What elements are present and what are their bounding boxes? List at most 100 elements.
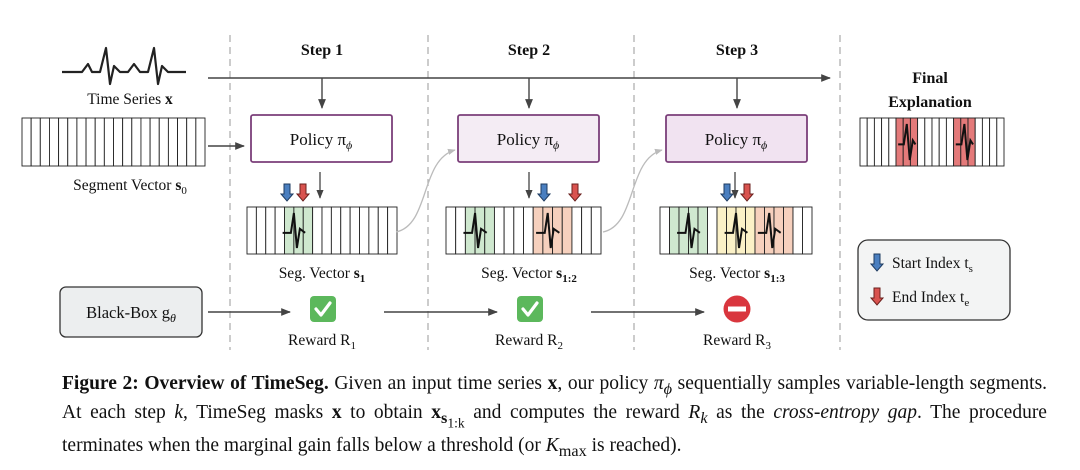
- vector-cell: [503, 206, 515, 255]
- vector-cell: [895, 117, 904, 167]
- start-end-arrows: [279, 172, 755, 202]
- vector-cell: [859, 117, 868, 167]
- vector-cell: [85, 117, 96, 167]
- vector-cell: [76, 117, 87, 167]
- final-explanation-vector: [859, 117, 1005, 167]
- vector-cell: [707, 206, 718, 255]
- heartbeat-trace: [536, 212, 560, 249]
- vector-cell: [873, 117, 883, 167]
- vector-cell: [177, 117, 188, 167]
- check-icon: [517, 296, 543, 322]
- vector-cell: [103, 117, 114, 167]
- vector-cell: [945, 117, 955, 167]
- vector-cell: [953, 117, 962, 167]
- vector-cell: [513, 206, 524, 255]
- vector-cell: [754, 206, 765, 255]
- vector-cell: [866, 117, 875, 167]
- start-index-icon: [279, 183, 295, 202]
- policy-box-1: Policy πϕ: [250, 114, 393, 163]
- seg-vector-label-3: Seg. Vector s1:3: [689, 265, 785, 285]
- svg-text:Policy πϕ: Policy πϕ: [705, 130, 768, 152]
- vector-cell: [265, 206, 276, 255]
- seg-vector-label-1: Seg. Vector s1: [279, 265, 366, 285]
- vector-cell: [284, 206, 295, 255]
- vector-cell: [745, 206, 756, 255]
- vector-cell: [131, 117, 142, 167]
- figure-caption: Figure 2: Overview of TimeSeg. Given an …: [62, 373, 1048, 460]
- vector-cell: [455, 206, 466, 255]
- vector-cell: [321, 206, 332, 255]
- time-series-icon: [62, 46, 186, 86]
- heartbeat-trace: [463, 212, 488, 249]
- vector-cell: [30, 117, 41, 167]
- svg-text:Policy πϕ: Policy πϕ: [497, 130, 560, 152]
- vector-cell: [996, 117, 1005, 167]
- heartbeat-trace: [282, 212, 306, 249]
- vector-cell: [21, 117, 32, 167]
- vector-cell: [669, 206, 680, 255]
- end-index-icon: [295, 183, 311, 202]
- vector-cell: [49, 117, 60, 167]
- start-index-icon: [869, 253, 885, 272]
- legend: Start Index ts End Index te: [857, 239, 1011, 321]
- vector-cell: [931, 117, 940, 167]
- seg-vector-s13: [659, 206, 813, 255]
- reward-label-3: Reward R3: [703, 332, 771, 352]
- vector-cell: [140, 117, 151, 167]
- vector-cell: [312, 206, 323, 255]
- policy-box-3: Policy πϕ: [665, 114, 808, 163]
- end-index-icon: [567, 183, 583, 202]
- vector-cell: [94, 117, 105, 167]
- step-2-title: Step 2: [508, 42, 550, 59]
- vector-cell: [195, 117, 206, 167]
- vector-cell: [532, 206, 544, 255]
- check-icon: [310, 296, 336, 322]
- seg-vector-s12: [445, 206, 602, 255]
- vector-cell: [659, 206, 670, 255]
- vector-cell: [989, 117, 998, 167]
- end-index-icon: [869, 287, 885, 306]
- vector-cell: [783, 206, 794, 255]
- vector-cell: [167, 117, 178, 167]
- vector-cell: [464, 206, 476, 255]
- vector-cell: [340, 206, 351, 255]
- vector-cell: [678, 206, 689, 255]
- svg-text:Policy πϕ: Policy πϕ: [290, 130, 353, 152]
- seg-vector-s1: [246, 206, 398, 255]
- vector-cell: [122, 117, 133, 167]
- vector-cell: [67, 117, 78, 167]
- reward-label-1: Reward R1: [288, 332, 356, 352]
- vector-cell: [590, 206, 602, 255]
- vector-cell: [881, 117, 890, 167]
- vector-cell: [561, 206, 573, 255]
- vector-cell: [571, 206, 583, 255]
- vector-cell: [484, 206, 495, 255]
- vector-cell: [792, 206, 803, 255]
- vector-cell: [726, 206, 737, 255]
- final-title-line1: Final: [912, 70, 948, 87]
- feedback-arrow-1: [395, 148, 456, 233]
- vector-cell: [302, 206, 314, 255]
- vector-cell: [158, 117, 169, 167]
- vector-cell: [917, 117, 926, 167]
- vector-cell: [924, 117, 933, 167]
- vector-cell: [523, 206, 534, 255]
- heartbeat-trace: [677, 212, 701, 249]
- vector-cell: [255, 206, 267, 255]
- heartbeat-trace: [757, 212, 782, 249]
- vector-cell: [387, 206, 398, 255]
- step-3-title: Step 3: [716, 42, 758, 59]
- start-index-icon: [719, 183, 735, 202]
- vector-cell: [697, 206, 708, 255]
- vector-cell: [445, 206, 457, 255]
- heartbeat-trace: [955, 123, 974, 161]
- vector-cell: [58, 117, 69, 167]
- vector-cell: [330, 206, 342, 255]
- svg-text:Black-Box gθ: Black-Box gθ: [86, 303, 176, 325]
- vector-cell: [113, 117, 124, 167]
- final-title-line2: Explanation: [888, 94, 972, 111]
- vector-cell: [368, 206, 379, 255]
- vector-cell: [246, 206, 257, 255]
- vector-cell: [981, 117, 991, 167]
- vector-cell: [716, 206, 727, 255]
